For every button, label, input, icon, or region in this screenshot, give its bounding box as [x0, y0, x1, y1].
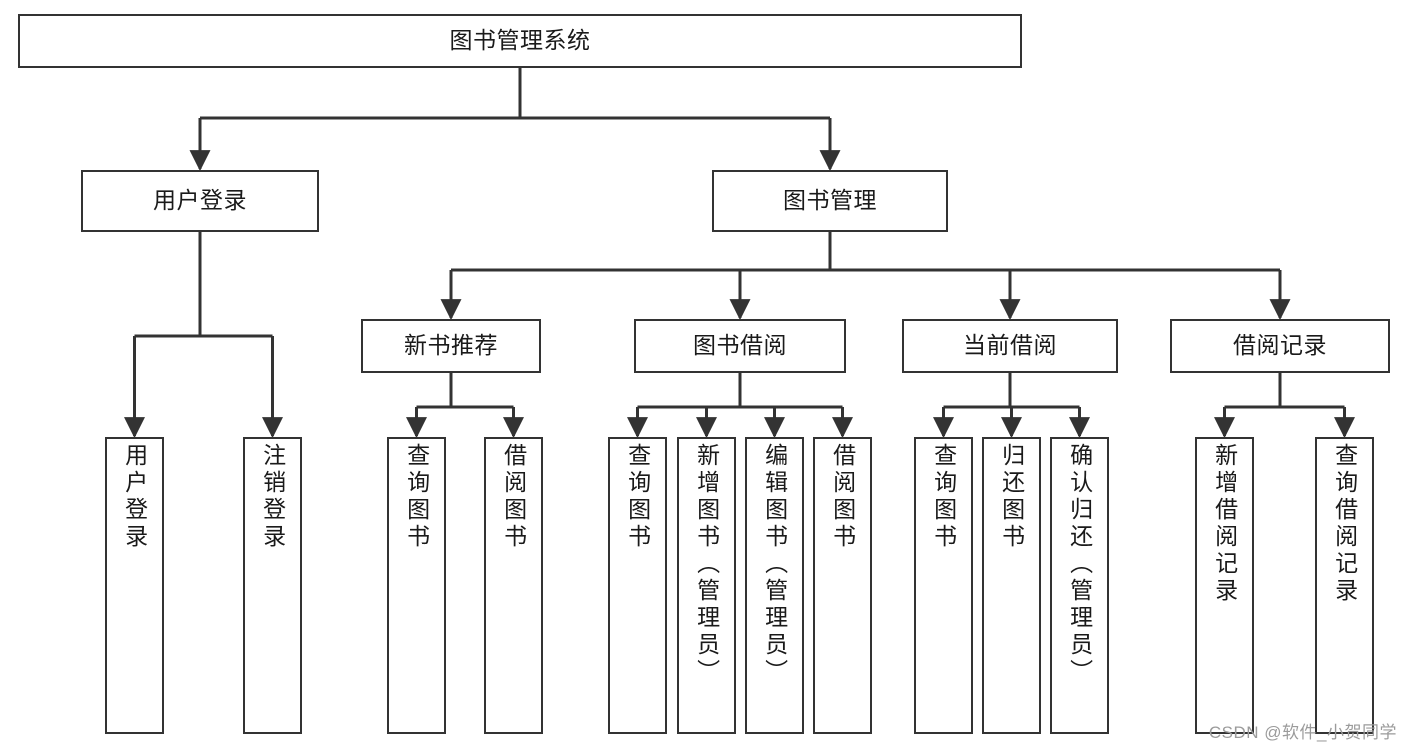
node-leaf-add-borrow-record-label: 新增借阅记录	[1211, 443, 1238, 605]
node-leaf-user-login-label: 用户登录	[121, 443, 148, 551]
node-current-borrow-label: 当前借阅	[963, 332, 1057, 359]
node-user-login[interactable]: 用户登录	[81, 170, 319, 232]
node-new-book-recommend-label: 新书推荐	[404, 332, 498, 359]
node-book-borrow-label: 图书借阅	[693, 332, 787, 359]
node-leaf-user-login[interactable]: 用户登录	[105, 437, 164, 734]
node-borrow-record-label: 借阅记录	[1233, 332, 1327, 359]
node-borrow-record[interactable]: 借阅记录	[1170, 319, 1390, 373]
node-leaf-query-book-1-label: 查询图书	[403, 443, 430, 551]
node-leaf-edit-book-admin-label: 编辑图书（管理员）	[761, 443, 788, 686]
node-new-book-recommend[interactable]: 新书推荐	[361, 319, 541, 373]
watermark-text: CSDN @软件_小贺同学	[1208, 723, 1397, 742]
node-book-management-label: 图书管理	[783, 187, 877, 214]
node-root-label: 图书管理系统	[449, 27, 591, 54]
node-leaf-return-book[interactable]: 归还图书	[982, 437, 1041, 734]
node-leaf-borrow-book-1-label: 借阅图书	[500, 443, 527, 551]
node-leaf-add-book-admin-label: 新增图书（管理员）	[693, 443, 720, 686]
node-leaf-return-book-label: 归还图书	[998, 443, 1025, 551]
node-current-borrow[interactable]: 当前借阅	[902, 319, 1118, 373]
node-root[interactable]: 图书管理系统	[18, 14, 1022, 68]
node-leaf-query-book-1[interactable]: 查询图书	[387, 437, 446, 734]
node-leaf-query-book-3[interactable]: 查询图书	[914, 437, 973, 734]
node-leaf-logout-login-label: 注销登录	[259, 443, 286, 551]
node-leaf-logout-login[interactable]: 注销登录	[243, 437, 302, 734]
node-leaf-borrow-book-2-label: 借阅图书	[829, 443, 856, 551]
node-leaf-borrow-book-2[interactable]: 借阅图书	[813, 437, 872, 734]
node-leaf-confirm-return-admin-label: 确认归还（管理员）	[1066, 443, 1093, 686]
node-leaf-query-book-2-label: 查询图书	[624, 443, 651, 551]
node-leaf-edit-book-admin[interactable]: 编辑图书（管理员）	[745, 437, 804, 734]
node-leaf-confirm-return-admin[interactable]: 确认归还（管理员）	[1050, 437, 1109, 734]
node-leaf-query-book-3-label: 查询图书	[930, 443, 957, 551]
node-leaf-query-borrow-record[interactable]: 查询借阅记录	[1315, 437, 1374, 734]
node-leaf-add-book-admin[interactable]: 新增图书（管理员）	[677, 437, 736, 734]
node-leaf-query-book-2[interactable]: 查询图书	[608, 437, 667, 734]
node-leaf-borrow-book-1[interactable]: 借阅图书	[484, 437, 543, 734]
node-leaf-query-borrow-record-label: 查询借阅记录	[1331, 443, 1358, 605]
node-book-management[interactable]: 图书管理	[712, 170, 948, 232]
node-leaf-add-borrow-record[interactable]: 新增借阅记录	[1195, 437, 1254, 734]
node-book-borrow[interactable]: 图书借阅	[634, 319, 846, 373]
node-user-login-label: 用户登录	[153, 187, 247, 214]
